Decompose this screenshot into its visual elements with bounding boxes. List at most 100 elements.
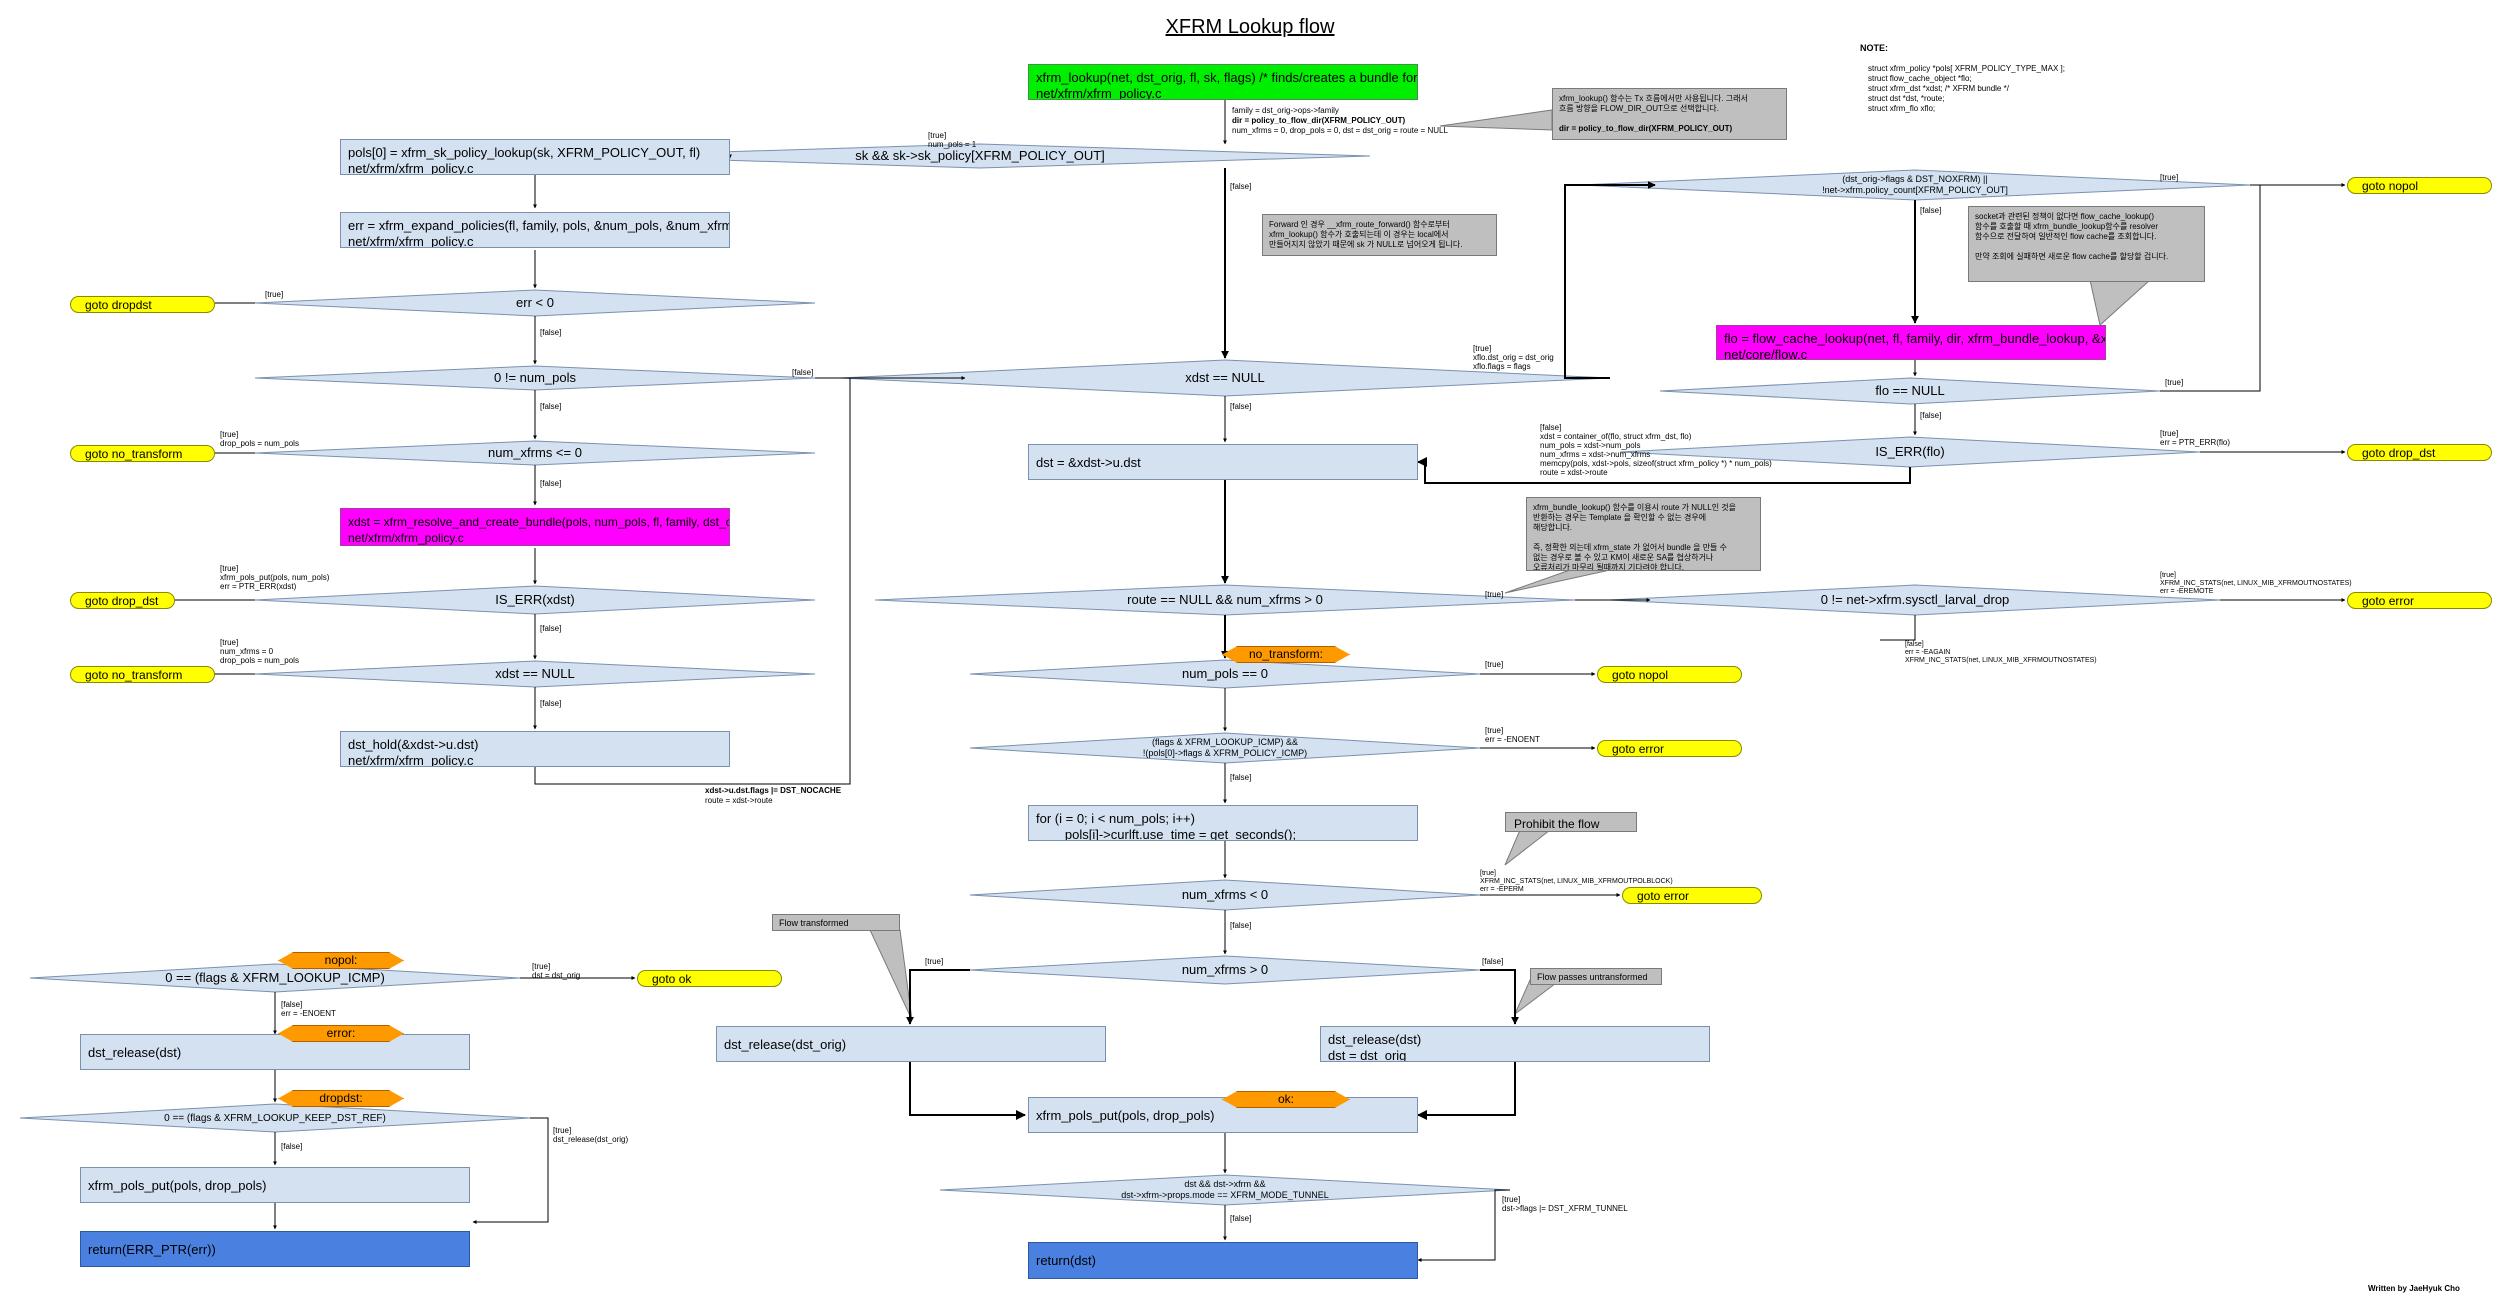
callout-socket <box>2089 279 2152 326</box>
box-dst-assign: dst = &xdst->u.dst <box>1028 444 1418 480</box>
callout-untransformed <box>1513 979 1562 1016</box>
text-nocache: xdst->u.dst.flags |= DST_NOCACHE <box>705 786 842 795</box>
note-line: struct dst *dst, *route; <box>1868 94 1945 103</box>
label-no-transform: no_transform: <box>1222 646 1350 663</box>
text-false-larval: [false] err = -EAGAIN XFRM_INC_STATS(net… <box>1905 641 2097 664</box>
box-dst-hold: dst_hold(&xdst->u.dst) net/xfrm/xfrm_pol… <box>340 731 730 767</box>
text-true-xdst-main: [true] xflo.dst_orig = dst_orig xflo.fla… <box>1473 344 1554 371</box>
decision-numxfrms-le0: num_xfrms <= 0 <box>488 445 582 460</box>
text-false-numpols: [false] <box>540 402 562 411</box>
box-resolve-bundle: xdst = xfrm_resolve_and_create_bundle(po… <box>340 508 730 546</box>
label-ok: ok: <box>1222 1091 1350 1108</box>
goto-error-main: goto error <box>1597 740 1742 757</box>
text-false-lefticmp: [false] err = -ENOENT <box>281 1000 336 1018</box>
note-line: struct flow_cache_object *flo; <box>1868 74 1972 83</box>
box-flow-cache-lookup: flo = flow_cache_lookup(net, fl, family,… <box>1716 325 2106 360</box>
text-true-iserr: [true] xfrm_pols_put(pols, num_pols) err… <box>220 564 330 591</box>
note-socket: socket과 관련된 정책이 없다면 flow_cache_lookup() … <box>1968 206 2205 282</box>
decision-route-null: route == NULL && num_xfrms > 0 <box>1127 592 1323 607</box>
text-true-prohibit: [true] XFRM_INC_STATS(net, LINUX_MIB_XFR… <box>1480 870 1673 893</box>
goto-dropdst: goto dropdst <box>70 296 215 313</box>
note-dir-code: dir = policy_to_flow_dir(XFRM_POLICY_OUT… <box>1559 124 1733 133</box>
text-true-err: [true] <box>265 290 284 299</box>
box-return-dst: return(dst) <box>1028 1242 1418 1279</box>
decision-0-numpols: 0 != num_pols <box>493 370 577 385</box>
decision-err-lt0: err < 0 <box>516 295 554 310</box>
text-true-route: [true] <box>1485 590 1504 599</box>
decision-numxfrms-gt0: num_xfrms > 0 <box>1181 962 1269 977</box>
note-line: struct xfrm_policy *pols[ XFRM_POLICY_TY… <box>1868 64 2065 73</box>
note-transformed: Flow transformed <box>772 914 900 931</box>
decision-iserr-flo: IS_ERR(flo) <box>1875 444 1945 459</box>
label-dropdst: dropdst: <box>278 1090 404 1107</box>
note-bundle: xfrm_bundle_lookup() 함수를 이용시 route 가 NUL… <box>1526 497 1761 571</box>
label-error: error: <box>278 1025 404 1042</box>
decision-noxfrm: (dst_orig->flags & DST_NOXFRM) || !net->… <box>1822 174 2008 195</box>
decision-shapes <box>19 143 2251 1206</box>
text-false-iserr: [false] <box>540 624 562 633</box>
text-true-gt0: [true] <box>925 957 944 966</box>
text-false-gt0: [false] <box>1482 957 1504 966</box>
text-false-lt0: [false] <box>1230 921 1252 930</box>
goto-error-prohibit: goto error <box>1622 887 1762 904</box>
text-true-lefticmp: [true] dst = dst_orig <box>532 962 581 980</box>
box-sk-policy-lookup: pols[0] = xfrm_sk_policy_lookup(sk, XFRM… <box>340 139 730 175</box>
decision-iserr-xdst: IS_ERR(xdst) <box>495 592 575 607</box>
diamond-flo-null <box>1659 377 2161 405</box>
text-true-tunnel: [true] dst->flags |= DST_XFRM_TUNNEL <box>1502 1195 1628 1213</box>
note-callouts <box>869 109 2152 1021</box>
note-dir: xfrm_lookup() 함수는 Tx 흐름에서만 사용됩니다. 그래서 흐름… <box>1552 88 1787 140</box>
decision-numpols-eq0: num_pols == 0 <box>1181 666 1268 681</box>
decision-icmp-check: (flags & XFRM_LOOKUP_ICMP) && !(pols[0]-… <box>1142 737 1308 758</box>
diagram-title: XFRM Lookup flow <box>1165 16 1335 38</box>
text-false-0numpols: [false] <box>792 368 814 377</box>
text-true-numpols: [true] num_pols = 1 <box>928 131 977 149</box>
text-init: num_xfrms = 0, drop_pols = 0, dst = dst_… <box>1232 126 1448 135</box>
text-false-flonull: [false] <box>1920 411 1942 420</box>
box-pols-put-left: xfrm_pols_put(pols, drop_pols) <box>80 1167 470 1203</box>
note-untransformed: Flow passes untransformed <box>1530 968 1662 985</box>
text-false-noxfrm: [false] <box>1920 206 1942 215</box>
note-line: struct xfrm_dst *xdst; /* XFRM bundle */ <box>1868 84 2009 93</box>
goto-drop-dst-right: goto drop_dst <box>2347 444 2492 461</box>
text-false-tunnel: [false] <box>1230 1214 1252 1223</box>
text-false-icmp: [false] <box>1230 773 1252 782</box>
goto-drop-dst-left: goto drop_dst <box>70 592 175 609</box>
decision-xdst-null-left: xdst == NULL <box>495 666 575 681</box>
text-true-numpols0: [true] <box>1485 660 1504 669</box>
decision-sk-policy: sk && sk->sk_policy[XFRM_POLICY_OUT] <box>855 148 1105 163</box>
text-true-noxfrm: [true] <box>2160 173 2179 182</box>
callout-dir <box>1439 109 1553 131</box>
note-prohibit: Prohibit the flow <box>1505 812 1637 832</box>
box-pols-put-main: xfrm_pols_put(pols, drop_pols) <box>1028 1097 1418 1133</box>
text-true-noxfrm1: [true] drop_pols = num_pols <box>220 430 299 448</box>
goto-no-transform-1: goto no_transform <box>70 445 215 462</box>
author-credit: Written by JaeHyuk Cho <box>2368 1284 2460 1293</box>
box-release-right: dst_release(dst) dst = dst_orig <box>1320 1026 1710 1062</box>
box-expand-policies: err = xfrm_expand_policies(fl, family, p… <box>340 212 730 248</box>
box-xfrm-lookup: xfrm_lookup(net, dst_orig, fl, sk, flags… <box>1028 64 1418 100</box>
text-route: route = xdst->route <box>705 796 773 805</box>
goto-nopol-right: goto nopol <box>2347 177 2492 194</box>
text-true-larval: [true] XFRM_INC_STATS(net, LINUX_MIB_XFR… <box>2160 572 2352 595</box>
goto-ok: goto ok <box>637 970 782 987</box>
note-heading: NOTE: <box>1860 43 1888 53</box>
decision-left-icmp: 0 == (flags & XFRM_LOOKUP_ICMP) <box>165 970 385 985</box>
text-true-keep: [true] dst_release(dst_orig) <box>553 1126 629 1144</box>
note-forward: Forward 인 경우 __xfrm_route_forward() 함수로부… <box>1262 214 1497 256</box>
text-false-err: [false] <box>540 328 562 337</box>
note-line: struct xfrm_flo xflo; <box>1868 104 1936 113</box>
box-release-orig: dst_release(dst_orig) <box>716 1026 1106 1062</box>
text-dir: dir = policy_to_flow_dir(XFRM_POLICY_OUT… <box>1232 116 1406 125</box>
text-true-iserrflo: [true] err = PTR_ERR(flo) <box>2160 429 2231 447</box>
diamond-numxfrms-gt0 <box>969 955 1481 985</box>
text-false-xdstnull: [false] <box>540 699 562 708</box>
decision-larval-drop: 0 != net->xfrm.sysctl_larval_drop <box>1820 592 2010 607</box>
text-true-flonull: [true] <box>2165 378 2184 387</box>
label-nopol: nopol: <box>278 952 404 969</box>
decision-keep-ref: 0 == (flags & XFRM_LOOKUP_KEEP_DST_REF) <box>164 1112 386 1124</box>
goto-error-right: goto error <box>2347 592 2492 609</box>
decision-numxfrms-lt0: num_xfrms < 0 <box>1181 887 1269 902</box>
